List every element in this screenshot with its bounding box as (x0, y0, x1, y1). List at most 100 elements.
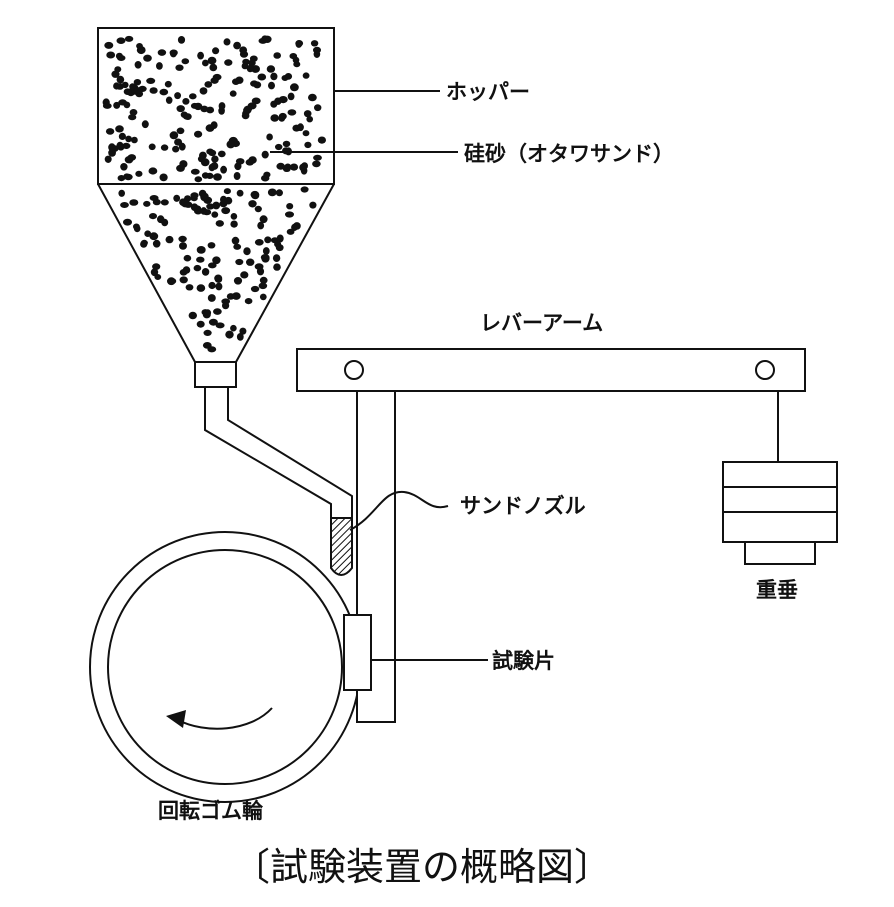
sand-particle (287, 109, 297, 116)
sand-particle (267, 188, 277, 197)
sand-particle (141, 120, 149, 129)
sand-particle (181, 199, 190, 208)
sand-particle (282, 140, 291, 148)
sand-particle (263, 35, 272, 43)
sand-particle (165, 96, 173, 104)
sand-particle (177, 36, 186, 44)
sand-particle (144, 230, 152, 237)
sand-particle (232, 78, 240, 85)
sand-particle (140, 240, 148, 248)
sand-particle (133, 79, 142, 86)
sand-particle (200, 207, 207, 215)
sand-particle (129, 83, 137, 90)
sand-particle (218, 102, 226, 110)
sand-particle (203, 329, 212, 336)
sand-particle (105, 128, 115, 135)
sand-particle (272, 254, 281, 262)
sand-particle (204, 81, 213, 88)
sand-particle (258, 282, 268, 290)
sand-particle (210, 162, 219, 170)
sand-particle (207, 294, 216, 302)
sand-particle (239, 46, 248, 54)
sand-particle (235, 258, 244, 266)
sand-particle (209, 63, 218, 72)
sand-particle (304, 141, 312, 149)
sand-particle (213, 308, 222, 315)
sand-particle (207, 346, 217, 353)
sand-particle (194, 176, 203, 183)
sand-particle (241, 112, 250, 120)
sand-particle (185, 284, 194, 291)
sand-particle (108, 143, 116, 152)
sand-particle (116, 141, 124, 150)
sand-particle (268, 81, 275, 90)
sand-particle (193, 264, 202, 272)
sand-particle (178, 235, 187, 243)
sand-particle (152, 239, 161, 248)
sand-particle (169, 131, 179, 140)
sand-particle (148, 167, 158, 175)
sand-particle (206, 148, 214, 155)
sand-particle (313, 154, 322, 161)
sand-particle (174, 92, 182, 100)
sand-particle (273, 263, 281, 271)
hopper-label: ホッパー (446, 80, 530, 104)
sand-particle (259, 293, 267, 301)
sand-particle (121, 81, 129, 89)
sand-particle (284, 73, 293, 80)
sand-particle (128, 114, 137, 121)
test-piece-label: 試験片 (492, 649, 555, 673)
sand-particle (182, 98, 190, 105)
sand-particle (201, 192, 209, 200)
sand-particle (223, 188, 231, 195)
sand-particle (233, 277, 243, 285)
sand-nozzle-label: サンドノズル (460, 494, 586, 518)
sand-particle (248, 59, 256, 67)
sand-particle (133, 225, 141, 233)
sand-particle (275, 143, 283, 151)
sand-particle (259, 276, 268, 284)
lever-arm (296, 348, 806, 392)
sand-particle (302, 72, 310, 79)
sand-particle (116, 55, 126, 61)
sand-particle (202, 59, 209, 67)
sand-particle (223, 38, 231, 46)
silica-sand-particles (102, 35, 326, 353)
sand-particle (215, 282, 223, 291)
sand-particle (273, 52, 282, 59)
sand-particle (200, 158, 210, 167)
sand-particle (266, 65, 276, 73)
sand-particle (149, 213, 157, 220)
sand-particle (212, 201, 221, 210)
sand-particle (149, 195, 159, 201)
sand-particle (150, 268, 159, 277)
sand-particle (295, 40, 303, 48)
sand-particle (116, 75, 125, 84)
sand-particle (149, 87, 158, 94)
sand-particle (174, 138, 183, 146)
sand-particle (197, 51, 205, 60)
sand-particle (188, 311, 197, 320)
sand-particle (239, 327, 247, 335)
sand-particle (278, 115, 286, 122)
sand-particle (251, 97, 261, 105)
sand-particle (124, 35, 134, 42)
sand-particle (215, 220, 224, 227)
sand-particle (229, 90, 237, 97)
sand-particle (206, 172, 214, 179)
sand-particle (176, 127, 185, 135)
sand-particle (113, 82, 120, 90)
sand-particle (270, 100, 278, 108)
sand-particle (226, 140, 235, 149)
sand-particle (206, 106, 215, 114)
sand-particle (157, 215, 165, 224)
sand-particle (261, 150, 269, 159)
sand-particle (120, 163, 128, 171)
sand-particle (152, 263, 161, 270)
sand-particle (214, 276, 223, 283)
sand-particle (285, 211, 294, 218)
sand-particle (208, 318, 218, 326)
sand-particle (211, 211, 219, 218)
sand-particle (204, 309, 212, 317)
sand-particle (270, 114, 280, 122)
